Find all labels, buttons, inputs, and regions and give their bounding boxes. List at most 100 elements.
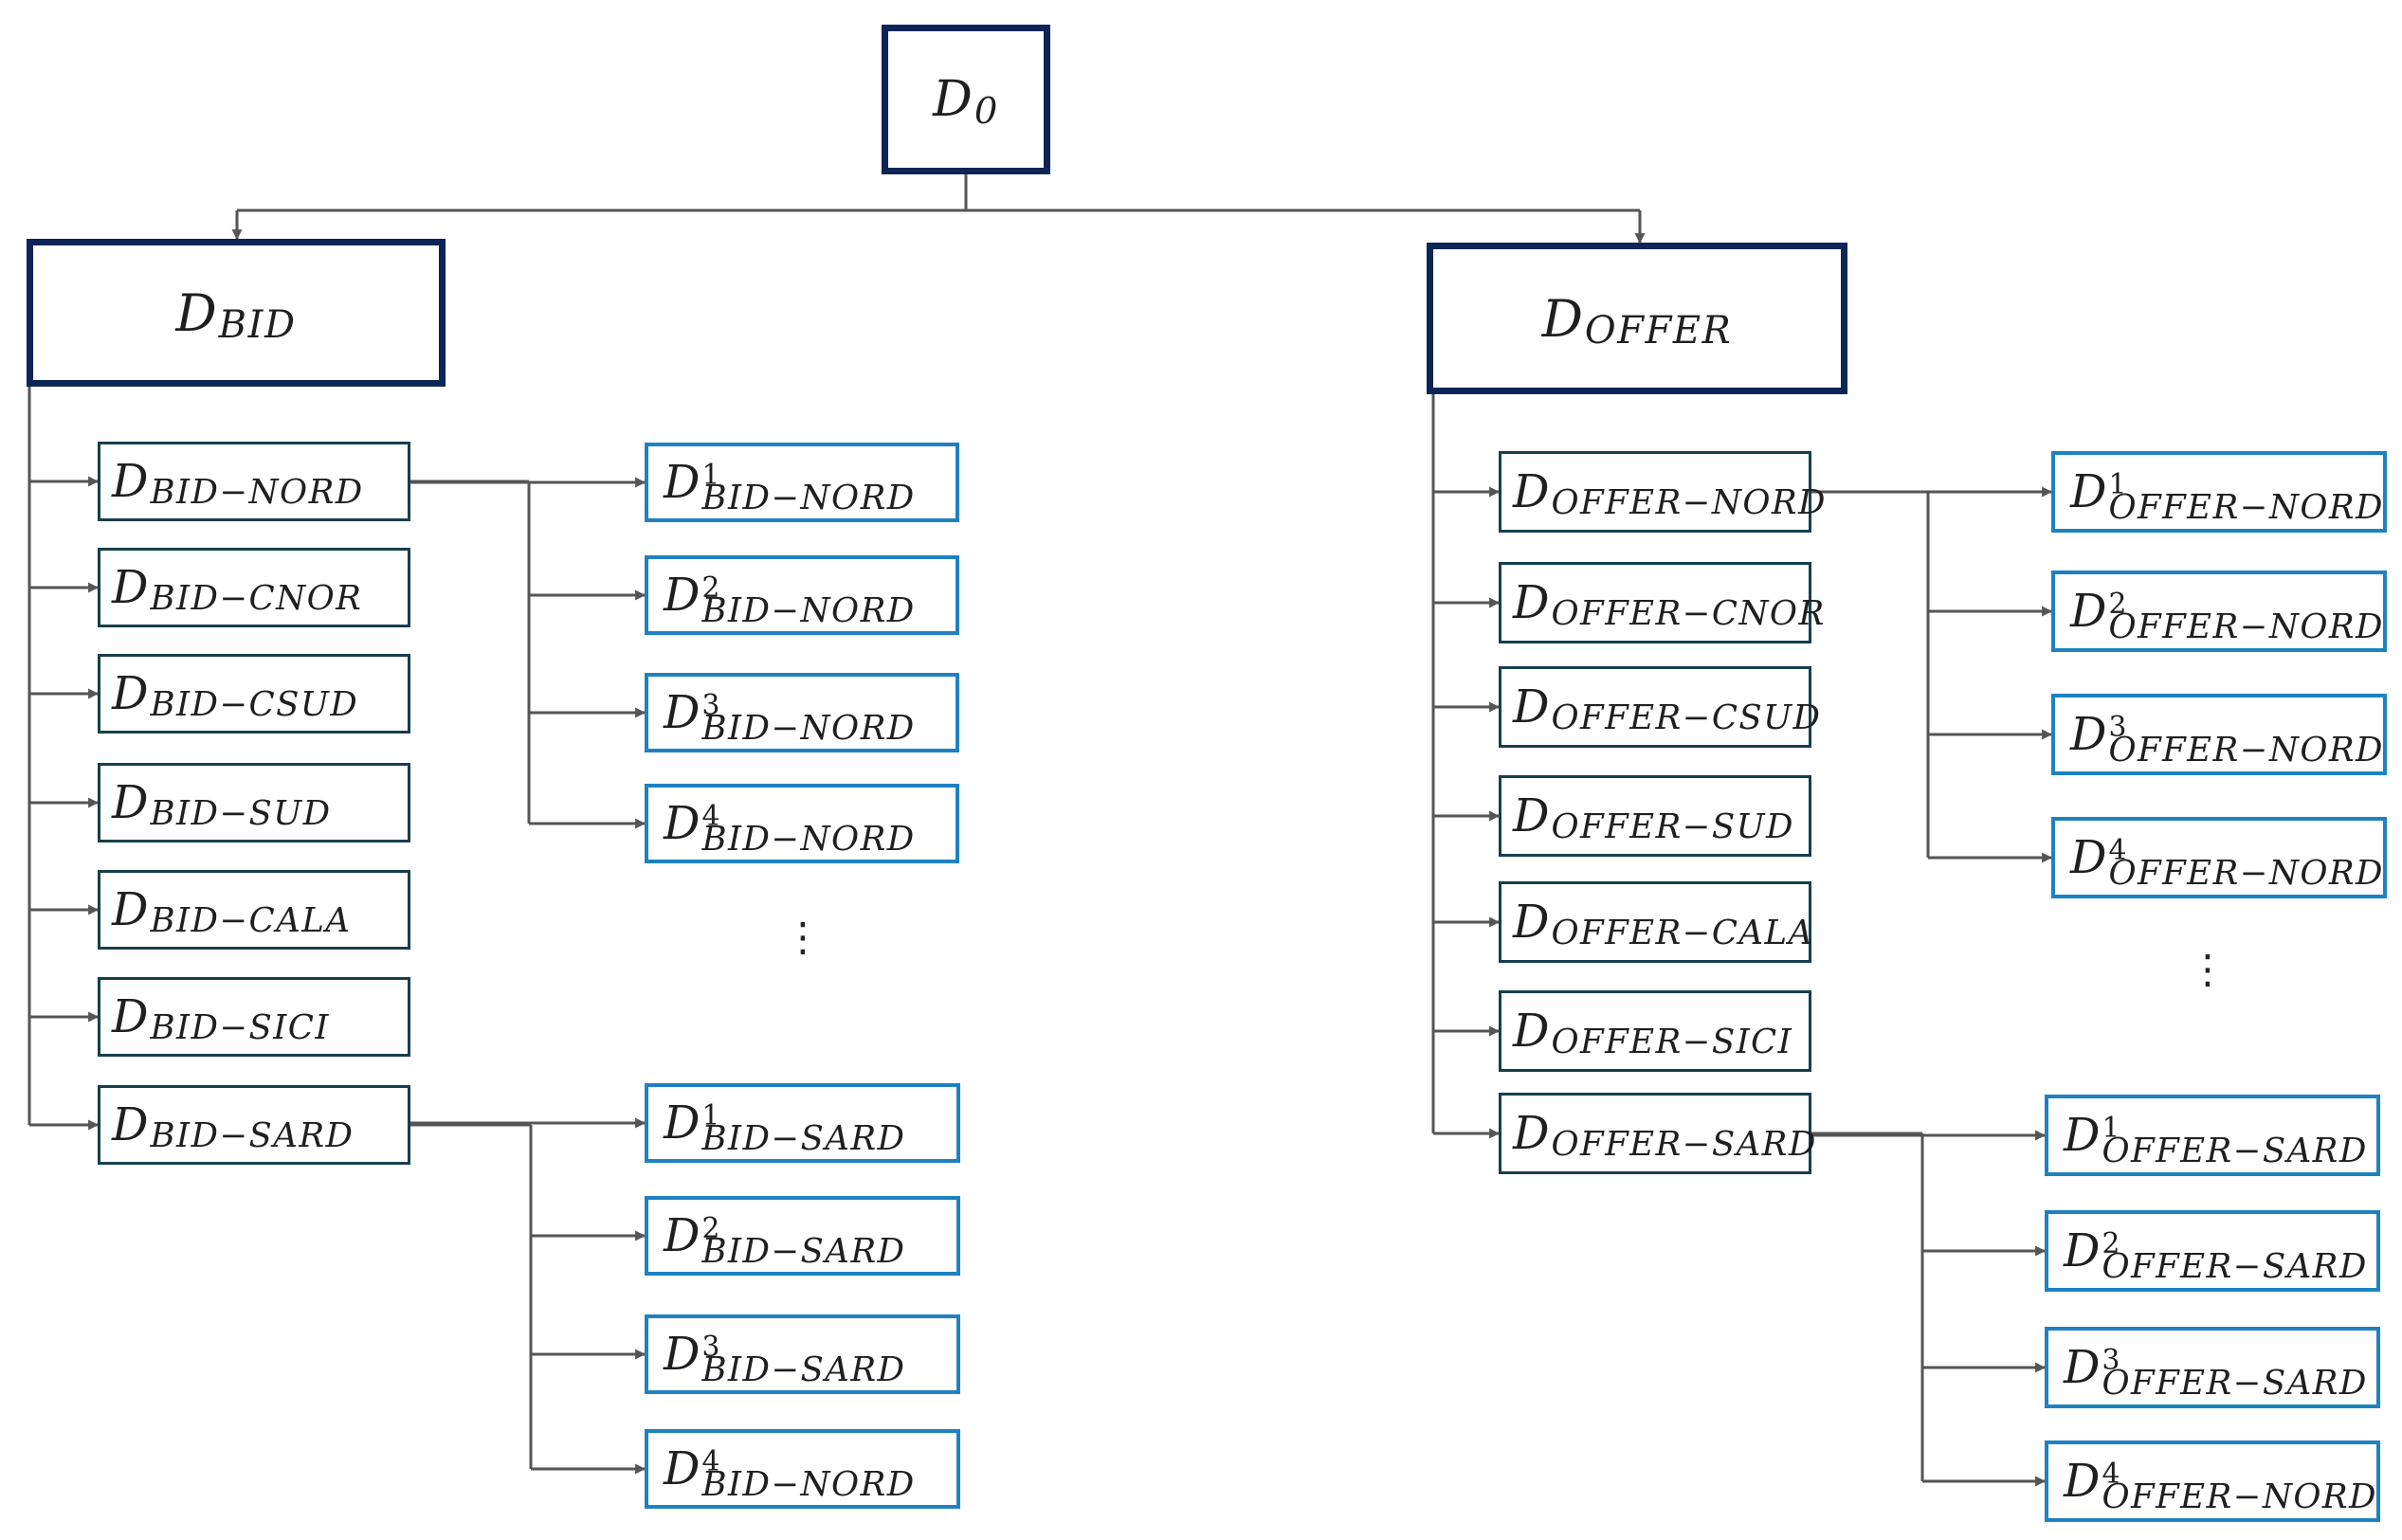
- label-subscript: OFFER−NORD: [2108, 607, 2384, 646]
- bid-ellipsis: ⋮: [783, 914, 823, 960]
- label-base: D: [2064, 1224, 2101, 1277]
- label-subscript: OFFER−SARD: [2102, 1131, 2368, 1170]
- label-base: D: [112, 1098, 149, 1151]
- label-subscript: OFFER−SARD: [1551, 1124, 1817, 1164]
- label-base: D: [2070, 708, 2107, 761]
- label-base: D: [664, 1096, 701, 1150]
- label-base: D: [1513, 576, 1550, 629]
- label-base: D: [1541, 288, 1583, 349]
- label-subscript: OFFER−NORD: [2108, 730, 2384, 770]
- label-base: D: [1513, 1005, 1550, 1058]
- label-base: D: [2070, 831, 2107, 884]
- label-base: D: [2064, 1109, 2101, 1162]
- label-subscript: BID−CSUD: [150, 684, 359, 724]
- label-base: D: [664, 1442, 701, 1495]
- label-base: D: [112, 667, 149, 720]
- label-subscript: OFFER−CSUD: [1551, 698, 1822, 737]
- label-base: D: [2070, 465, 2107, 518]
- label-subscript: OFFER: [1584, 308, 1733, 353]
- label-subscript: OFFER−CALA: [1551, 913, 1814, 952]
- label-subscript: BID−NORD: [150, 472, 364, 512]
- label-base: D: [664, 797, 701, 850]
- label-subscript: 0: [974, 89, 999, 133]
- label-subscript: BID−SUD: [150, 793, 332, 833]
- label-base: D: [664, 1328, 701, 1381]
- label-subscript: BID−SARD: [150, 1115, 355, 1155]
- label-subscript: BID−SARD: [701, 1118, 906, 1158]
- label-subscript: OFFER−SARD: [2102, 1363, 2368, 1403]
- label-subscript: BID−SICI: [150, 1007, 330, 1047]
- label-subscript: OFFER−SICI: [1551, 1022, 1793, 1061]
- label-base: D: [2064, 1455, 2101, 1508]
- label-base: D: [1513, 680, 1550, 734]
- label-base: D: [175, 282, 217, 343]
- label-subscript: BID−SARD: [701, 1350, 906, 1389]
- label-base: D: [1513, 896, 1550, 949]
- label-subscript: OFFER−NORD: [1551, 482, 1827, 522]
- label-subscript: OFFER−NORD: [2108, 853, 2384, 893]
- offer-ellipsis: ⋮: [2188, 946, 2228, 992]
- label-base: D: [933, 71, 973, 128]
- label-subscript: OFFER−SUD: [1551, 806, 1794, 846]
- label-base: D: [664, 686, 701, 739]
- label-subscript: BID−NORD: [701, 478, 916, 517]
- label-subscript: OFFER−CNOR: [1551, 593, 1826, 633]
- label-subscript: BID−SARD: [701, 1231, 906, 1271]
- label-subscript: BID−NORD: [701, 590, 916, 630]
- label-subscript: BID−NORD: [701, 819, 916, 859]
- label-base: D: [1513, 465, 1550, 518]
- label-base: D: [1513, 1107, 1550, 1160]
- label-base: D: [664, 1209, 701, 1262]
- label-base: D: [1513, 789, 1550, 842]
- label-subscript: BID: [218, 302, 297, 347]
- label-subscript: OFFER−NORD: [2108, 487, 2384, 527]
- label-base: D: [112, 561, 149, 614]
- label-base: D: [112, 990, 149, 1043]
- label-subscript: BID−CALA: [150, 900, 352, 940]
- label-base: D: [664, 569, 701, 622]
- label-base: D: [2070, 585, 2107, 638]
